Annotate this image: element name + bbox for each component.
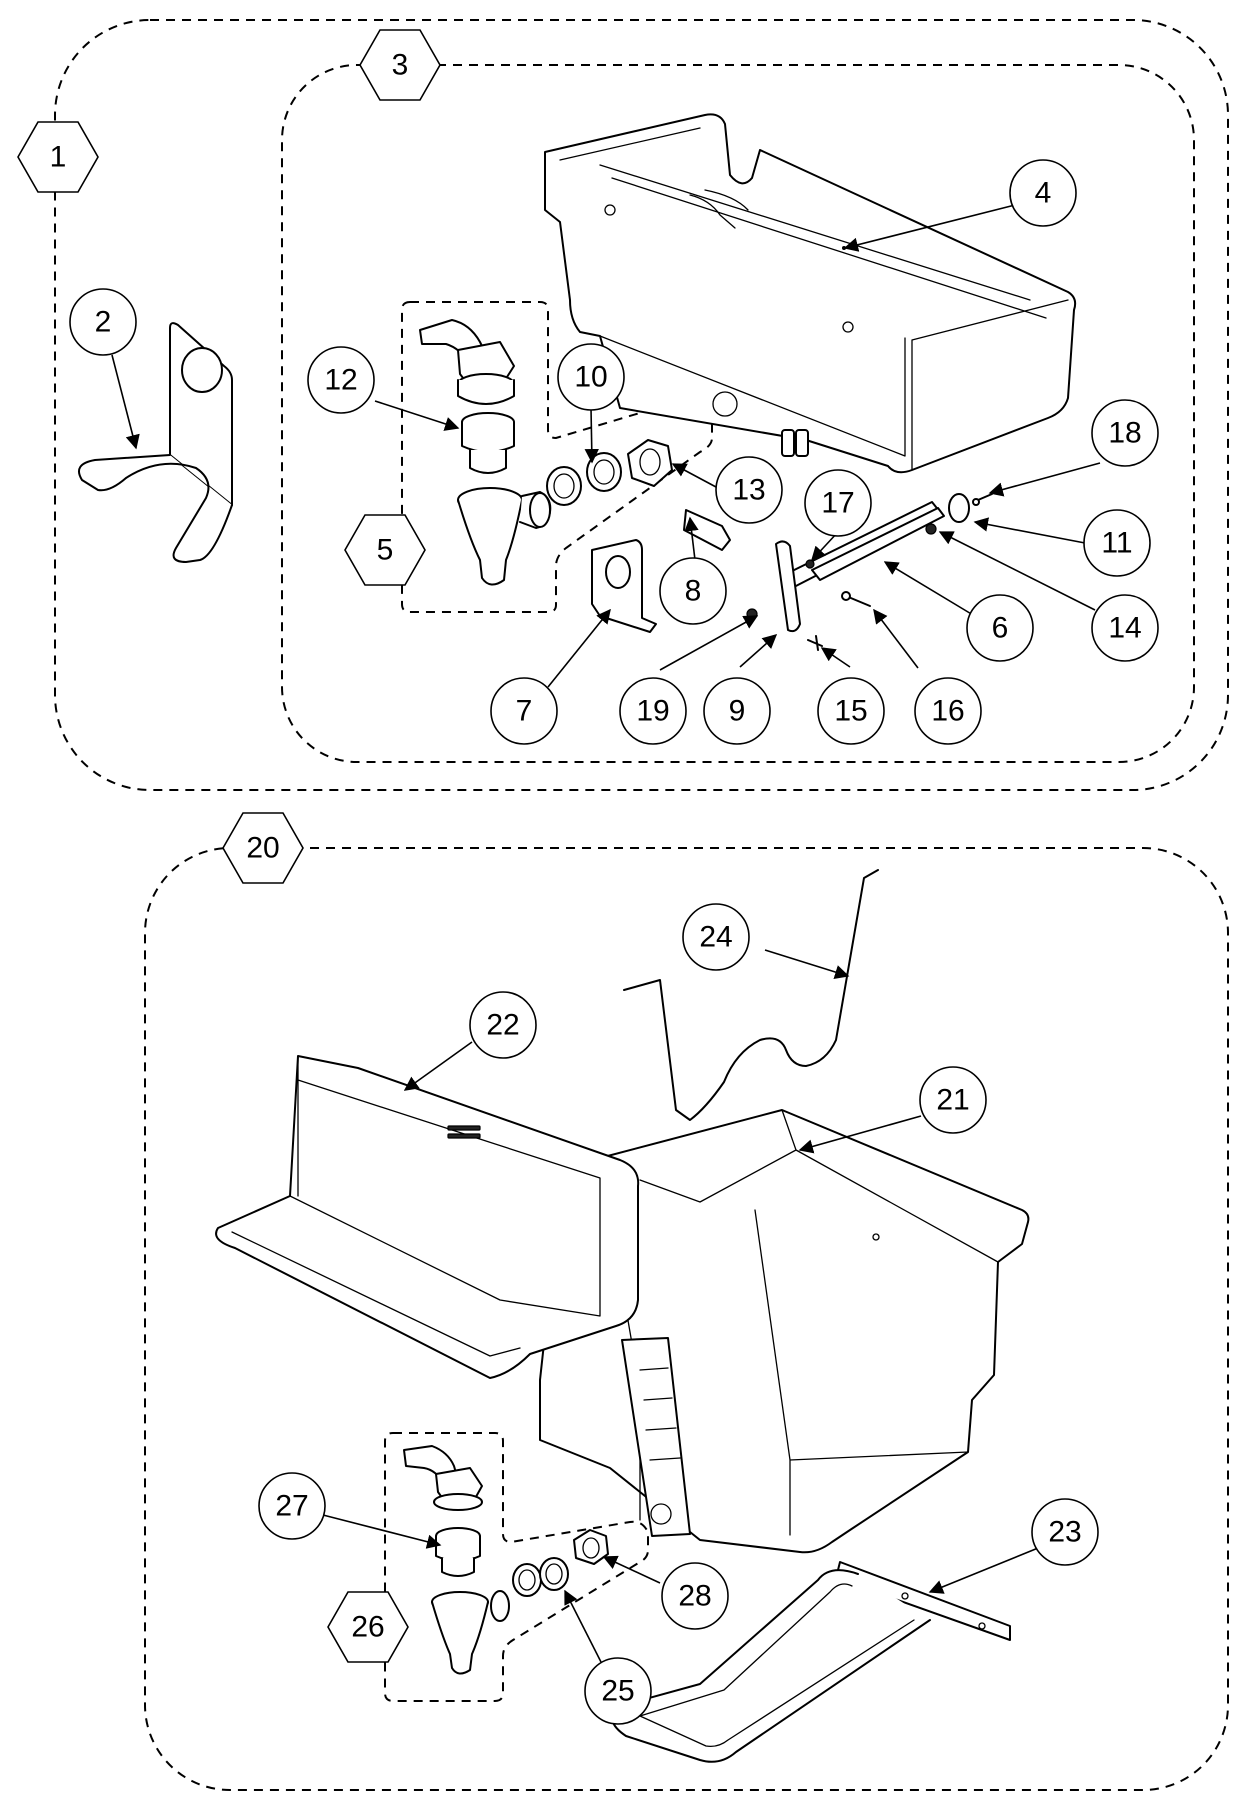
callout-27: 27 [258,1472,326,1540]
group-label-1: 1 [17,121,99,193]
svg-text:16: 16 [931,695,964,728]
group-label-20: 20 [222,812,304,884]
part-13-nut-top [627,439,673,487]
svg-text:9: 9 [729,695,746,728]
svg-text:24: 24 [699,921,732,954]
svg-text:20: 20 [246,832,279,865]
part-4-hopper-top [544,113,1077,474]
part-15-screw [807,635,823,651]
part-9-link [775,540,801,633]
part-18-screw [972,493,993,506]
part-17-bolt [805,559,815,569]
svg-text:18: 18 [1108,417,1141,450]
part-28-nut-bottom [573,1529,609,1565]
callout-14: 14 [1091,594,1159,662]
callout-16: 16 [914,677,982,745]
callout-2: 2 [69,288,137,356]
part-26-faucet-body-bottom [431,1590,510,1675]
part-7-mount-plate [591,539,657,633]
callout-19: 19 [619,677,687,745]
leader-lines [111,204,1101,1663]
svg-text:8: 8 [685,575,702,608]
callout-17: 17 [804,469,872,537]
part-26-faucet-valve-bottom [403,1445,483,1511]
callout-18: 18 [1091,399,1159,467]
part-27-bonnet-bottom [435,1527,481,1577]
group-label-26: 26 [327,1591,409,1663]
callout-9: 9 [703,677,771,745]
svg-text:5: 5 [377,534,394,567]
svg-text:4: 4 [1035,177,1052,210]
svg-text:25: 25 [601,1675,634,1708]
group-label-3: 3 [359,29,441,101]
svg-text:27: 27 [275,1490,308,1523]
callout-21: 21 [919,1066,987,1134]
svg-text:2: 2 [95,306,112,339]
svg-text:14: 14 [1108,612,1141,645]
callout-7: 7 [490,677,558,745]
svg-text:6: 6 [992,612,1009,645]
part-12-bonnet-top [461,412,515,474]
svg-text:3: 3 [392,49,409,82]
callout-11: 11 [1083,509,1151,577]
valve-group-26-frame [384,1432,649,1702]
part-22-lid [215,1055,640,1379]
group-label-5: 5 [344,514,426,586]
svg-text:1: 1 [50,141,67,174]
assembly-20-frame [144,847,1229,1791]
part-25-gaskets-bottom [512,1557,569,1597]
part-24-wire-handle [623,869,879,1121]
svg-text:12: 12 [324,364,357,397]
svg-text:17: 17 [821,487,854,520]
callout-22: 22 [469,991,537,1059]
callout-8: 8 [659,557,727,625]
valve-group-5-frame [401,301,713,613]
svg-text:7: 7 [516,695,533,728]
svg-text:22: 22 [486,1009,519,1042]
callout-25: 25 [584,1657,652,1725]
part-23-stand [611,1561,1011,1763]
part-21-measure-scale [621,1337,691,1537]
callout-12: 12 [307,346,375,414]
svg-text:10: 10 [574,361,607,394]
callout-23: 23 [1031,1498,1099,1566]
svg-text:23: 23 [1048,1516,1081,1549]
part-5-faucet-valve-top [419,319,515,405]
assembly-1-frame [54,19,1229,791]
part-10-gaskets-top [546,452,622,506]
svg-text:15: 15 [834,695,867,728]
svg-text:26: 26 [351,1611,384,1644]
svg-text:11: 11 [1101,527,1132,560]
assembly-3-frame [281,64,1195,763]
svg-text:13: 13 [732,474,765,507]
svg-text:21: 21 [936,1084,969,1117]
callout-13: 13 [715,456,783,524]
part-5-faucet-body-top [457,487,552,586]
callout-15: 15 [817,677,885,745]
part-14-fastener [925,523,937,535]
callout-24: 24 [682,903,750,971]
part-11-washer [948,493,970,523]
callout-28: 28 [661,1562,729,1630]
callout-4: 4 [1009,159,1077,227]
callout-10: 10 [557,343,625,411]
part-16-bolt [841,591,871,607]
part-2-bracket [78,322,233,563]
svg-text:19: 19 [636,695,669,728]
callout-6: 6 [966,594,1034,662]
svg-text:28: 28 [678,1580,711,1613]
